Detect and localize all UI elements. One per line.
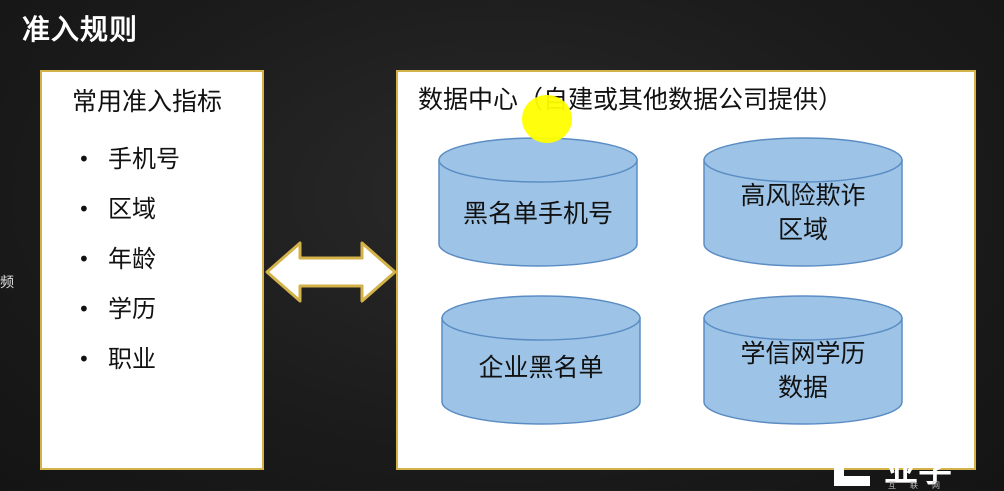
indicator-label: 职业 bbox=[108, 345, 156, 373]
db-label: 学信网学历 bbox=[740, 339, 866, 368]
bullet-icon: • bbox=[78, 347, 90, 371]
side-text-fragment: 频 bbox=[0, 275, 14, 291]
common-indicators-heading: 常用准入指标 bbox=[72, 87, 223, 116]
cylinder-body bbox=[438, 159, 638, 267]
bullet-icon: • bbox=[78, 197, 90, 221]
indicator-label: 年龄 bbox=[108, 245, 156, 273]
cylinder-body bbox=[703, 159, 903, 267]
indicator-label: 区域 bbox=[108, 195, 156, 223]
db-chsi-education: 学信网学历 数据 bbox=[702, 294, 904, 426]
db-label: 高风险欺诈 bbox=[740, 181, 866, 210]
cursor-highlight bbox=[522, 95, 572, 143]
db-blacklist-phone: 黑名单手机号 bbox=[437, 136, 639, 268]
indicator-item: • 职业 bbox=[42, 344, 180, 394]
indicator-item: • 手机号 bbox=[42, 144, 180, 194]
db-high-risk-fraud-region: 高风险欺诈 区域 bbox=[702, 136, 904, 268]
watermark-logo: 业学 互联网 bbox=[830, 444, 1004, 490]
cylinder-top bbox=[441, 295, 641, 341]
bullet-icon: • bbox=[78, 147, 90, 171]
data-center-heading: 数据中心（自建或其他数据公司提供） bbox=[418, 85, 844, 114]
db-label: 黑名单手机号 bbox=[462, 199, 613, 228]
indicator-item: • 学历 bbox=[42, 294, 180, 344]
logo-text: 业学 bbox=[884, 450, 952, 490]
database-cylinder-icon bbox=[703, 295, 903, 425]
double-arrow-icon bbox=[265, 241, 397, 303]
database-cylinder-icon bbox=[703, 137, 903, 267]
indicator-label: 手机号 bbox=[108, 145, 180, 173]
bullet-icon: • bbox=[78, 247, 90, 271]
cylinder-top bbox=[703, 137, 903, 183]
indicator-label: 学历 bbox=[108, 295, 156, 323]
indicator-item: • 区域 bbox=[42, 194, 180, 244]
indicator-item: • 年龄 bbox=[42, 244, 180, 294]
bullet-icon: • bbox=[78, 297, 90, 321]
logo-mark-icon bbox=[834, 450, 870, 486]
db-enterprise-blacklist: 企业黑名单 bbox=[440, 294, 642, 426]
cylinder-top bbox=[438, 137, 638, 183]
db-label: 企业黑名单 bbox=[478, 353, 604, 382]
database-cylinder-icon bbox=[441, 295, 641, 425]
cylinder-top bbox=[703, 295, 903, 341]
slide-title: 准入规则 bbox=[22, 13, 139, 46]
indicator-list: • 手机号 • 区域 • 年龄 • 学历 • 职业 bbox=[42, 144, 180, 394]
logo-subtext: 互联网 bbox=[888, 481, 954, 490]
common-indicators-panel: 常用准入指标 • 手机号 • 区域 • 年龄 • 学历 • 职业 bbox=[40, 70, 264, 470]
cylinder-body bbox=[441, 317, 641, 425]
db-label: 数据 bbox=[777, 373, 828, 402]
cylinder-body bbox=[703, 317, 903, 425]
db-label: 区域 bbox=[777, 215, 828, 244]
